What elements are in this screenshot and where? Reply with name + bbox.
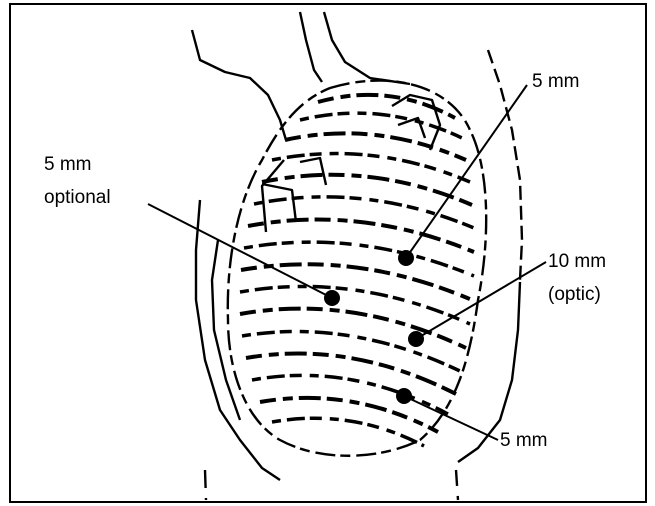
label-10mm-line1: 10 mm xyxy=(548,251,606,272)
label-10mm-line2: (optic) xyxy=(548,284,601,305)
label-5mm-bottom: 5 mm xyxy=(500,430,548,451)
port-marker-5mm-optional xyxy=(324,290,340,306)
port-marker-10mm-optic xyxy=(408,331,424,347)
port-marker-5mm-upper xyxy=(398,250,414,266)
label-5mm-top: 5 mm xyxy=(532,71,580,92)
port-marker-5mm-lower xyxy=(396,388,412,404)
label-5mm-optional-line2: optional xyxy=(44,187,111,208)
label-5mm-optional-line1: 5 mm xyxy=(44,154,92,175)
